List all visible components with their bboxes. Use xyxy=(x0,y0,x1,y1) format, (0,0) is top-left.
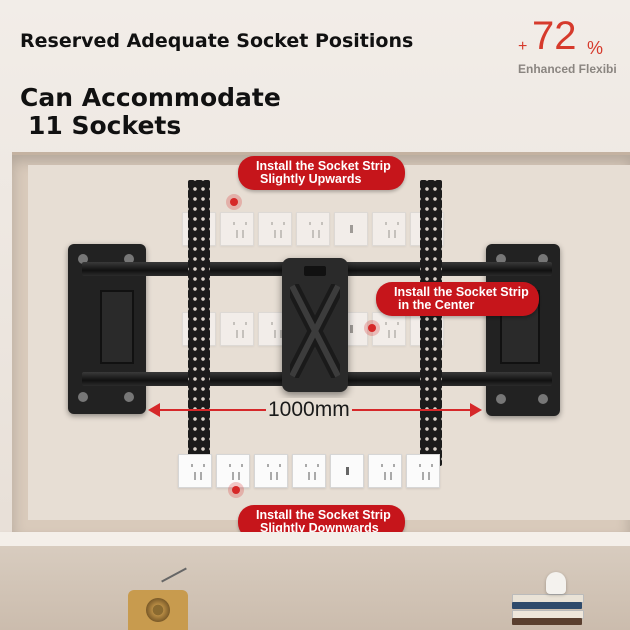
callout-center-line1: Install the Socket Strip xyxy=(394,285,529,299)
switch-icon xyxy=(334,212,368,246)
callout-center: Install the Socket Strip in the Center xyxy=(376,282,539,316)
speaker-icon xyxy=(146,598,170,622)
tv-cabinet-top xyxy=(0,532,630,546)
outlet-icon xyxy=(216,454,250,488)
socket-strip-upper xyxy=(182,212,444,246)
center-plate xyxy=(282,258,348,392)
location-dot-icon xyxy=(228,482,244,498)
figurine-decor xyxy=(546,572,566,594)
outlet-icon xyxy=(220,212,254,246)
arrow-right-icon xyxy=(470,403,482,417)
outlet-icon xyxy=(406,454,440,488)
book-stack xyxy=(512,594,584,630)
callout-upwards-line2: Slightly Upwards xyxy=(260,172,362,186)
outlet-icon xyxy=(372,212,406,246)
flex-value: 72 xyxy=(532,14,577,58)
callout-downwards-line2: Slightly Downwards xyxy=(260,521,379,535)
outlet-icon xyxy=(220,312,254,346)
capacity-line-2: 11 Sockets xyxy=(28,111,182,140)
location-dot-icon xyxy=(226,194,242,210)
radio-decor xyxy=(128,590,188,630)
arm-left xyxy=(100,290,134,364)
callout-upwards: Install the Socket Strip Slightly Upward… xyxy=(238,156,405,190)
dimension-label: 1000mm xyxy=(266,398,352,422)
vertical-bracket-right xyxy=(420,180,442,466)
socket-strip-lower xyxy=(178,454,440,488)
capacity-line-1: Can Accommodate xyxy=(20,83,281,112)
outlet-icon xyxy=(178,454,212,488)
vertical-bracket-left xyxy=(188,180,210,466)
location-dot-icon xyxy=(364,320,380,336)
outlet-icon xyxy=(258,212,292,246)
outlet-icon xyxy=(296,212,330,246)
x-brace-icon xyxy=(290,284,340,378)
switch-icon xyxy=(330,454,364,488)
callout-downwards-line1: Install the Socket Strip xyxy=(256,508,391,522)
flex-percent: % xyxy=(587,38,604,58)
callout-upwards-line1: Install the Socket Strip xyxy=(256,159,391,173)
callout-center-line2: in the Center xyxy=(398,298,475,312)
flex-plus: + xyxy=(518,38,528,55)
headline: Reserved Adequate Socket Positions xyxy=(20,30,414,52)
outlet-icon xyxy=(368,454,402,488)
lock-icon xyxy=(304,266,326,276)
arrow-left-icon xyxy=(148,403,160,417)
outlet-icon xyxy=(254,454,288,488)
flex-caption: Enhanced Flexibi xyxy=(518,62,617,76)
outlet-icon xyxy=(292,454,326,488)
